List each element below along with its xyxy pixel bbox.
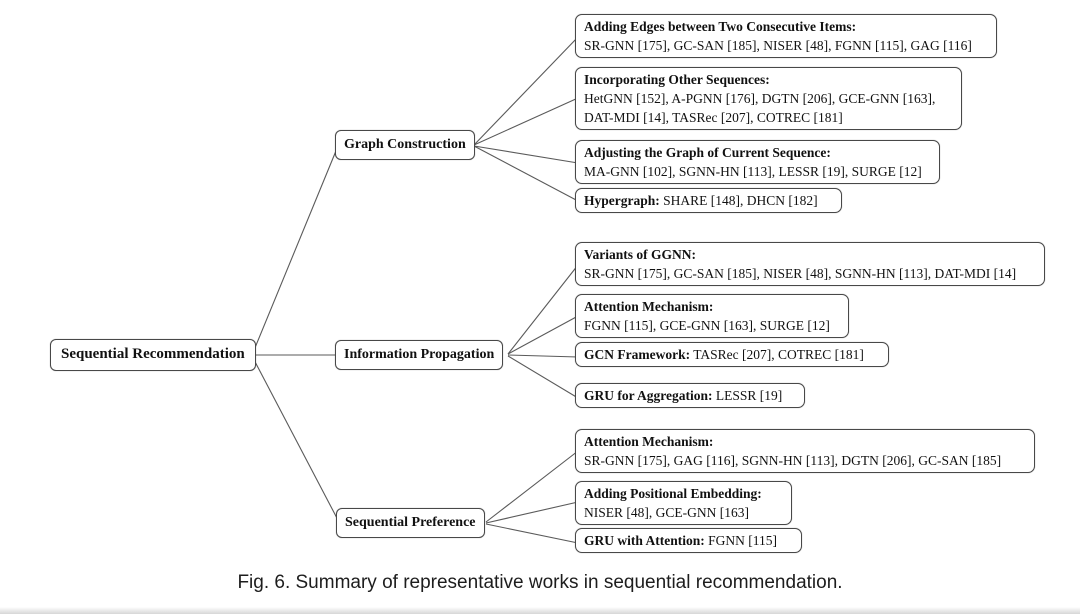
category-node-sequential-preference: Sequential Preference <box>336 508 485 539</box>
edge-gc-leaf4 <box>473 145 579 202</box>
leaf-body: NISER [48], GCE-GNN [163] <box>584 505 749 521</box>
leaf-title: Adding Positional Embedding: <box>584 486 762 501</box>
category-node-graph-construction: Graph Construction <box>335 130 475 161</box>
leaf-body: FGNN [115] <box>708 533 777 548</box>
leaf-title: Incorporating Other Sequences: <box>584 72 770 87</box>
leaf-body: LESSR [19] <box>715 388 783 403</box>
leaf-body: HetGNN [152], A-PGNN [176], DGTN [206], … <box>584 91 936 126</box>
edge-ip-leaf2 <box>507 315 579 355</box>
edge-ip-leaf3 <box>507 354 579 358</box>
leaf-hypergraph: Hypergraph: SHARE [148], DHCN [182] <box>575 188 842 214</box>
leaf-title: Adjusting the Graph of Current Sequence: <box>584 145 831 160</box>
leaf-title: Variants of GGNN: <box>584 247 697 262</box>
leaf-body: SR-GNN [175], GAG [116], SGNN-HN [113], … <box>584 453 1002 469</box>
leaf-positional-embedding: Adding Positional Embedding: NISER [48],… <box>575 481 792 526</box>
leaf-body: FGNN [115], GCE-GNN [163], SURGE [12] <box>584 318 830 334</box>
leaf-attention-mechanism-ip: Attention Mechanism: FGNN [115], GCE-GNN… <box>575 294 849 339</box>
leaf-title: Hypergraph: <box>584 193 660 208</box>
edge-ip-leaf4 <box>507 355 579 399</box>
leaf-body: SR-GNN [175], GC-SAN [185], NISER [48], … <box>584 266 1017 282</box>
leaf-body: TASRec [207], COTREC [181] <box>693 347 864 362</box>
leaf-incorporating-other-sequences: Incorporating Other Sequences: HetGNN [1… <box>575 67 962 131</box>
edge-sp-leaf2 <box>485 501 579 524</box>
edge-gc-leaf2 <box>473 97 579 146</box>
leaf-variants-of-ggnn: Variants of GGNN: SR-GNN [175], GC-SAN [… <box>575 242 1045 287</box>
leaf-body: SR-GNN [175], GC-SAN [185], NISER [48], … <box>584 38 972 54</box>
edge-ip-leaf1 <box>507 264 579 355</box>
category-node-information-propagation: Information Propagation <box>335 340 504 371</box>
leaf-body: MA-GNN [102], SGNN-HN [113], LESSR [19],… <box>584 164 922 180</box>
edge-root-sequential-preference <box>251 355 340 523</box>
leaf-attention-mechanism-sp: Attention Mechanism: SR-GNN [175], GAG [… <box>575 429 1035 474</box>
edge-gc-leaf3 <box>473 145 579 164</box>
edge-sp-leaf3 <box>485 523 579 544</box>
edge-root-graph-construction <box>251 145 339 356</box>
leaf-title: GCN Framework: <box>584 347 691 362</box>
root-node-sequential-recommendation: Sequential Recommendation <box>50 339 256 371</box>
figure-caption: Fig. 6. Summary of representative works … <box>237 572 843 593</box>
leaf-adjusting-graph: Adjusting the Graph of Current Sequence:… <box>575 140 940 185</box>
leaf-title: Adding Edges between Two Consecutive Ite… <box>584 19 857 34</box>
edge-sp-leaf1 <box>485 450 579 523</box>
leaf-body: SHARE [148], DHCN [182] <box>663 193 818 208</box>
leaf-gcn-framework: GCN Framework: TASRec [207], COTREC [181… <box>575 342 889 368</box>
leaf-gru-with-attention: GRU with Attention: FGNN [115] <box>575 528 802 554</box>
leaf-gru-for-aggregation: GRU for Aggregation: LESSR [19] <box>575 383 805 409</box>
leaf-title: GRU with Attention: <box>584 533 705 548</box>
leaf-adding-edges: Adding Edges between Two Consecutive Ite… <box>575 14 997 59</box>
page-edge-shadow <box>0 607 1080 614</box>
leaf-title: Attention Mechanism: <box>584 299 714 314</box>
edge-gc-leaf1 <box>473 36 579 146</box>
leaf-title: GRU for Aggregation: <box>584 388 713 403</box>
leaf-title: Attention Mechanism: <box>584 434 714 449</box>
